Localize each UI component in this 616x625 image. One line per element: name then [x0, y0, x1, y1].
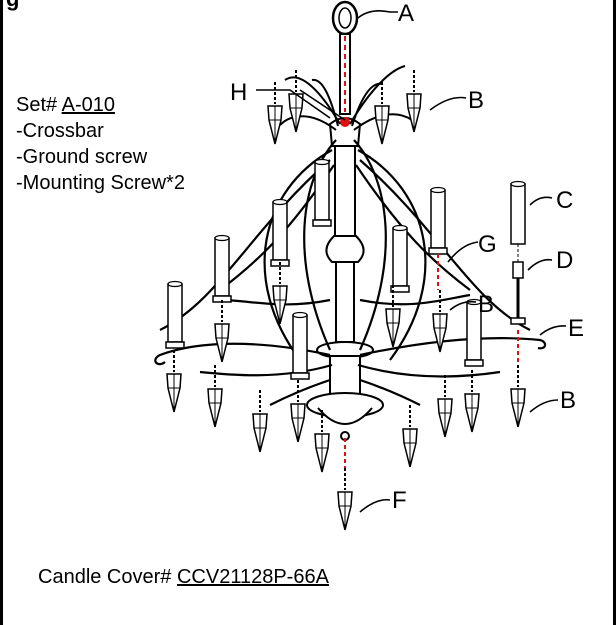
candle [312, 158, 332, 227]
candle-cover-number: CCV21128P-66A [176, 566, 329, 588]
crystal [166, 349, 182, 413]
hanging-loop [331, 0, 359, 115]
candle-cover-info: Candle Cover# CCV21128P-66A [38, 566, 329, 589]
crystal [252, 389, 268, 453]
set-item-mounting-screw: -Mounting Screw*2 [16, 172, 185, 194]
candle [165, 280, 185, 349]
set-label: Set# [16, 94, 58, 116]
exploded-candle [510, 180, 526, 325]
crystal [464, 369, 480, 433]
callout-e: E [568, 315, 584, 342]
candle [270, 198, 290, 267]
candle [212, 234, 232, 303]
crystal [267, 81, 283, 145]
upper-arms [279, 65, 413, 131]
crystal [314, 409, 330, 473]
callout-a: A [398, 0, 414, 27]
set-info: Set# A-010 -Crossbar -Ground screw -Moun… [16, 92, 185, 196]
set-line: Set# A-010 [16, 92, 185, 118]
callout-c: C [556, 187, 573, 214]
crystal [437, 374, 453, 438]
crystal [214, 299, 230, 363]
set-number: A-010 [61, 94, 115, 116]
callout-g: G [478, 231, 497, 258]
set-item-crossbar: -Crossbar [16, 120, 104, 142]
header-fragment: g [6, 0, 19, 12]
crystal [374, 81, 390, 145]
central-column [306, 117, 384, 441]
callout-f: F [392, 487, 407, 514]
assembly-guides [344, 254, 519, 470]
callout-b-low: B [560, 387, 576, 414]
callout-b-mid: B [478, 291, 494, 318]
callout-h: H [230, 79, 247, 106]
candle [428, 186, 448, 255]
candle [390, 224, 410, 293]
callout-b-top: B [468, 87, 484, 114]
crystal [402, 404, 418, 468]
candle [290, 311, 310, 380]
callout-d: D [556, 247, 573, 274]
leader-lines [256, 10, 567, 513]
crystal [406, 69, 422, 133]
candle-cover-label: Candle Cover# [38, 566, 172, 588]
crystal [337, 467, 353, 531]
crystal [385, 284, 401, 348]
set-item-ground-screw: -Ground screw [16, 146, 148, 168]
crystal [510, 364, 526, 428]
